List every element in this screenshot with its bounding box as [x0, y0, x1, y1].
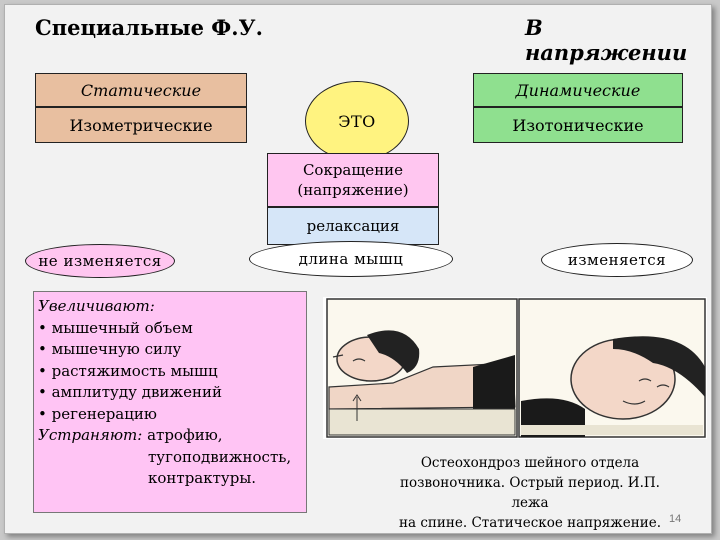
remove-line2: тугоподвижность,: [148, 447, 292, 466]
caption-line3: на спине. Статическое напряжение.: [399, 515, 661, 531]
remove-line1: атрофию,: [147, 426, 223, 444]
effect-item: • регенерацию: [38, 404, 157, 423]
isometric-box: Изометрические: [35, 107, 247, 143]
patient-illustration: [323, 297, 707, 439]
contraction-box: Сокращение (напряжение): [267, 153, 439, 207]
effect-item: • мышечный объем: [38, 318, 193, 337]
effect-item: • растяжимость мышц: [38, 361, 218, 380]
remove-row: Устраняют: атрофию,: [38, 425, 306, 447]
effect-item: • амплитуду движений: [38, 383, 223, 401]
caption-line1: Остеохондроз шейного отдела: [420, 455, 640, 471]
changes-pill: изменяется: [541, 243, 693, 277]
remove-heading: Устраняют:: [38, 426, 143, 444]
slide: Специальные Ф.У. В напряжении Статически…: [4, 4, 712, 534]
contraction-line1: Сокращение: [302, 161, 404, 179]
unchanged-pill: не изменяется: [25, 244, 175, 278]
figure-caption: Остеохондроз шейного отдела позвоночника…: [395, 453, 665, 533]
slide-title: Специальные Ф.У.: [35, 15, 263, 40]
remove-line3: контрактуры.: [148, 469, 257, 487]
eto-ellipse: ЭТО: [305, 81, 409, 161]
contraction-line2: (напряжение): [297, 181, 409, 199]
caption-line2: позвоночника. Острый период. И.П. лежа: [400, 475, 660, 511]
lying-figures-image: [326, 298, 706, 438]
isotonic-box: Изотонические: [473, 107, 683, 143]
effects-list: Увеличивают: • мышечный объем • мышечную…: [33, 291, 307, 513]
slide-subtitle: В напряжении: [525, 15, 688, 65]
static-box: Статические: [35, 73, 247, 107]
muscle-length-pill: длина мышц: [249, 241, 453, 277]
page-number: 14: [669, 513, 682, 525]
dynamic-box: Динамические: [473, 73, 683, 107]
effect-item: • мышечную силу: [38, 340, 182, 358]
relaxation-box: релаксация: [267, 207, 439, 245]
increase-heading: Увеличивают:: [38, 297, 155, 315]
